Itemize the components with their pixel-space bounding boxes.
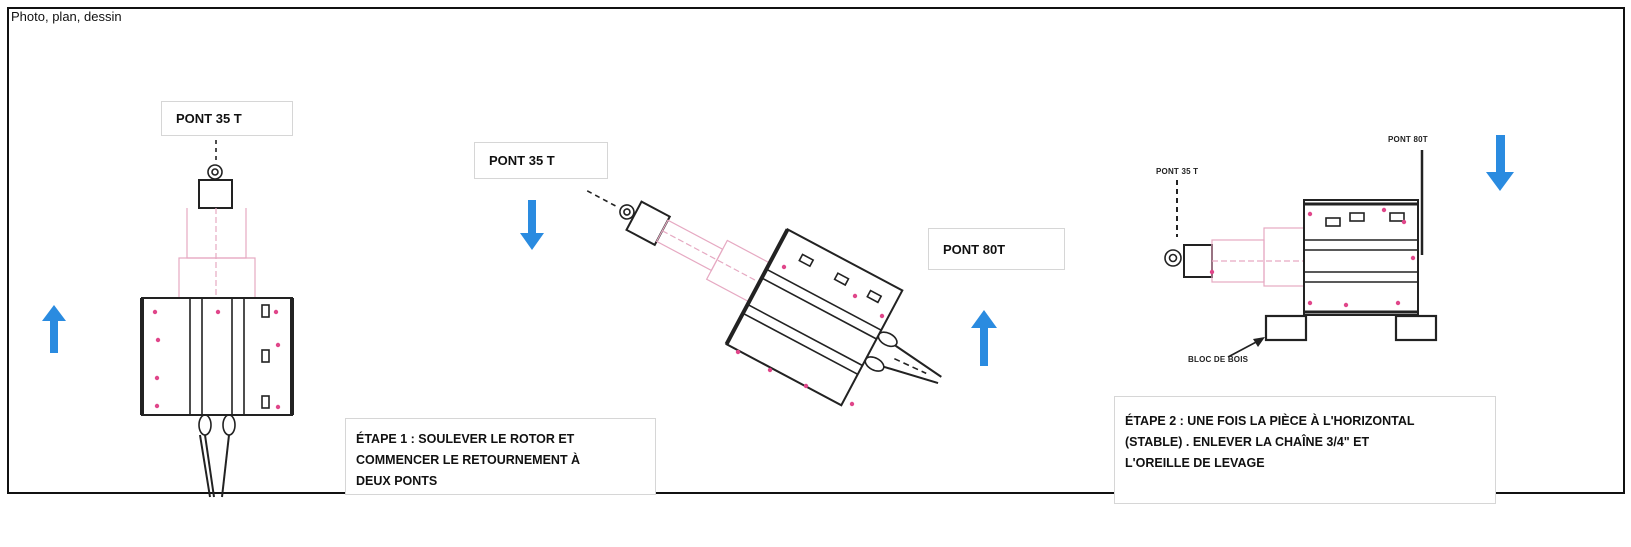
panel1-rotor xyxy=(140,140,294,498)
crane-label-35t: PONT 35 T xyxy=(474,142,608,179)
panel3-markers xyxy=(1209,207,1416,308)
crane-label-80t: PONT 80T xyxy=(1388,135,1428,144)
panel3-rotor xyxy=(1164,150,1438,358)
crane-label-80t: PONT 80T xyxy=(928,228,1065,270)
step-1-note: ÉTAPE 1 : SOULEVER LE ROTOR ET COMMENCER… xyxy=(345,418,656,495)
panel2-down-arrow xyxy=(520,200,544,250)
crane-label-35t: PONT 35 T xyxy=(1156,167,1199,176)
panel3-down-arrow xyxy=(1486,135,1514,191)
crane-label-35t: PONT 35 T xyxy=(161,101,293,136)
panel1-up-arrow xyxy=(42,305,66,353)
panel2-rotor xyxy=(586,190,942,407)
wood-block-label: BLOC DE BOIS xyxy=(1188,355,1249,364)
panel2-up-arrow xyxy=(971,310,997,366)
section-label: Photo, plan, dessin xyxy=(11,9,122,24)
panel1-markers xyxy=(152,309,281,410)
step-2-note: ÉTAPE 2 : UNE FOIS LA PIÈCE À L'HORIZONT… xyxy=(1114,396,1496,504)
